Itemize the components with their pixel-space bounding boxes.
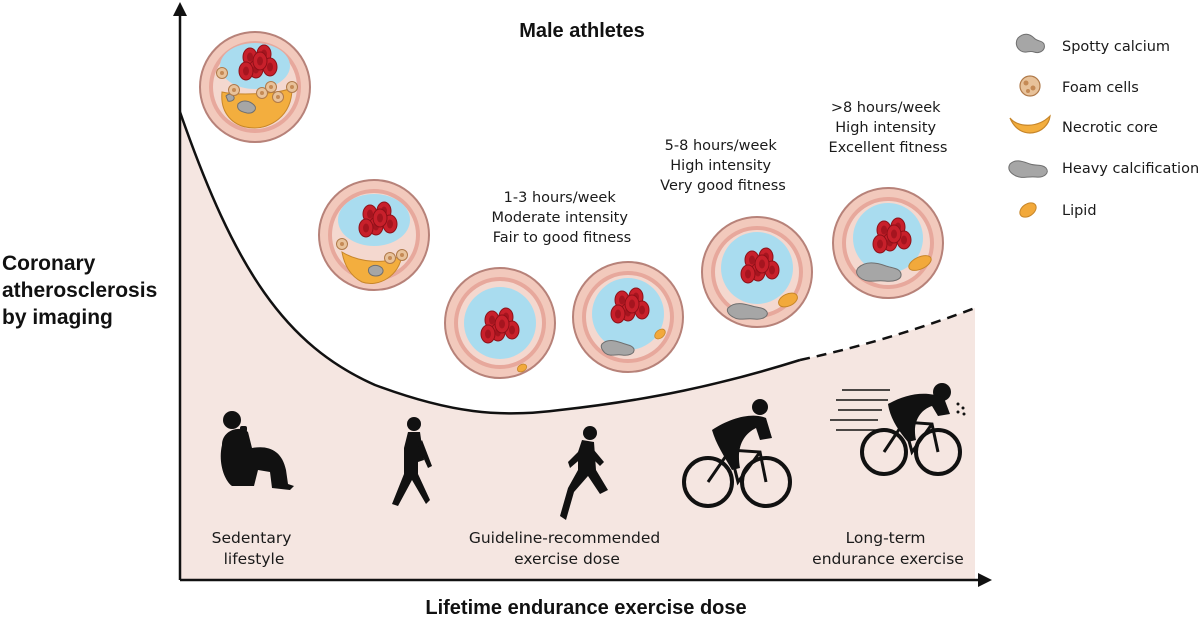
burden-area (180, 112, 975, 580)
vessel-cross-section-endurance (832, 187, 944, 299)
diagram-title: Male athletes (519, 20, 645, 42)
legend-label-spotty-calcium: Spotty calcium (1062, 39, 1170, 55)
lipid-icon (1019, 202, 1037, 218)
category-label-sedentary: Sedentary lifestyle (212, 529, 297, 568)
x-axis-arrow (978, 573, 992, 587)
necrotic-core-icon (1009, 114, 1051, 134)
foam-cells-icon (1019, 75, 1041, 97)
atherosclerosis-curve-dashed (799, 306, 976, 362)
vessel-cross-section-guideline-2 (572, 261, 684, 373)
runner-icon (560, 426, 608, 520)
walking-person-icon (392, 417, 432, 506)
y-axis-label: Coronary atherosclerosis by imaging (2, 252, 163, 329)
category-label-guideline: Guideline-recommended exercise dose (469, 529, 665, 568)
x-axis-label: Lifetime endurance exercise dose (425, 597, 746, 619)
vessel-cross-section-walking (318, 179, 430, 291)
atherosclerosis-curve (178, 111, 801, 415)
legend: Spotty calcium Foam cells Necrotic core … (1008, 33, 1199, 219)
spotty-calcium-icon (1015, 33, 1045, 53)
legend-label-lipid: Lipid (1062, 203, 1097, 219)
legend-label-foam-cells: Foam cells (1062, 80, 1139, 96)
fast-cyclist-icon (830, 383, 966, 476)
vessel-cross-section-sedentary (199, 31, 311, 143)
cyclist-icon (682, 399, 792, 508)
dose-annotation-high: 5-8 hours/week High intensity Very good … (660, 138, 786, 194)
category-label-endurance: Long-term endurance exercise (812, 529, 964, 568)
dose-annotation-endurance: >8 hours/week High intensity Excellent f… (829, 100, 948, 156)
heavy-calcification-icon (1008, 160, 1048, 178)
y-axis-arrow (173, 2, 187, 16)
legend-label-necrotic-core: Necrotic core (1062, 120, 1158, 136)
sitting-person-icon (220, 411, 294, 490)
vessel-cross-section-high-intensity (701, 216, 813, 328)
vessel-cross-section-guideline-1 (444, 267, 556, 379)
legend-label-heavy-calcification: Heavy calcification (1062, 161, 1199, 177)
dose-annotation-guideline: 1-3 hours/week Moderate intensity Fair t… (491, 190, 632, 246)
